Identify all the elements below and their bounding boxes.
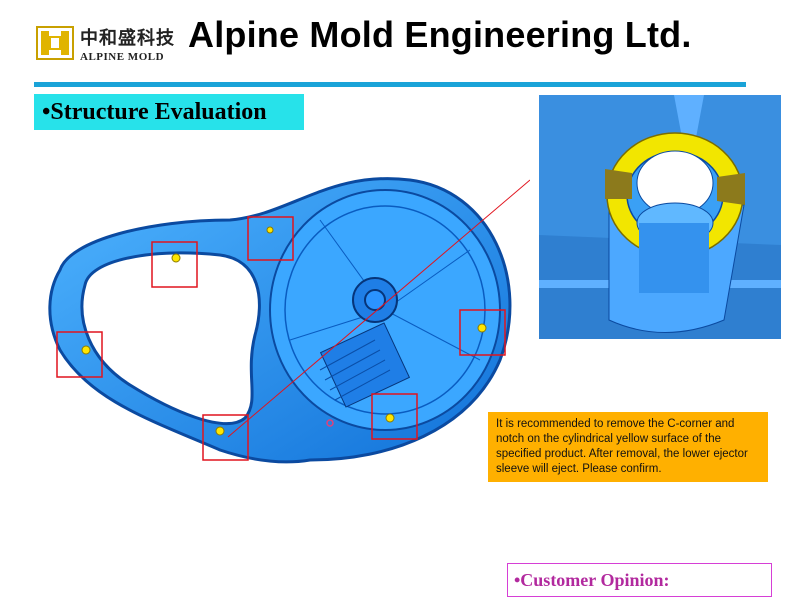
- company-logo: 中和盛科技 ALPINE MOLD: [36, 22, 186, 64]
- section-title: •Structure Evaluation: [42, 99, 267, 125]
- detail-leader-line: [227, 179, 530, 438]
- alpine-mold-logo-icon: [36, 26, 74, 60]
- highlight-box-6: [459, 309, 506, 356]
- highlight-box-4: [202, 414, 249, 461]
- highlight-box-2: [247, 216, 294, 261]
- customer-opinion-box: •Customer Opinion:: [507, 563, 772, 597]
- part-rendering: [48, 177, 530, 464]
- detail-notch-left: [605, 169, 632, 199]
- logo-chinese-text: 中和盛科技: [80, 28, 175, 49]
- recommendation-note: It is recommended to remove the C-corner…: [488, 412, 768, 482]
- detail-notch-right: [717, 173, 745, 205]
- section-title-box: •Structure Evaluation: [34, 94, 304, 130]
- part-inner-cutout: [80, 251, 261, 426]
- highlight-box-1: [151, 241, 198, 288]
- detail-rendering: [539, 95, 781, 339]
- company-title: Alpine Mold Engineering Ltd.: [188, 14, 692, 55]
- logo-english-text: ALPINE MOLD: [80, 51, 165, 63]
- header-divider: [34, 82, 746, 87]
- recommendation-text: It is recommended to remove the C-corner…: [496, 418, 748, 475]
- highlight-box-5: [371, 393, 418, 440]
- highlight-box-3: [56, 331, 103, 378]
- customer-opinion-label: •Customer Opinion:: [514, 570, 670, 590]
